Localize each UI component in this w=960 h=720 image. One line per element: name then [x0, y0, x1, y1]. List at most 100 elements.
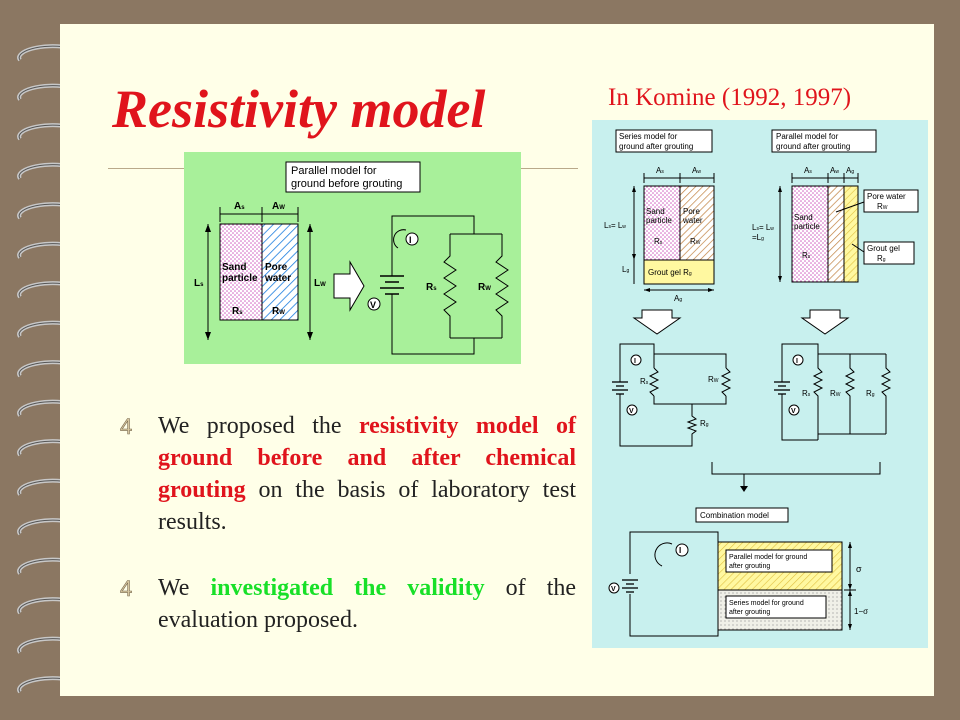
rs-block-label: Rs	[232, 306, 243, 317]
pore-label-1: Pore	[265, 262, 288, 273]
svg-text:Sand: Sand	[794, 213, 813, 222]
svg-text:I: I	[679, 546, 681, 555]
grout-gel-callout	[863, 241, 915, 265]
svg-text:Series model for: Series model for	[619, 132, 678, 141]
svg-text:Rs: Rs	[802, 389, 811, 398]
right-circuit-rs	[812, 354, 824, 434]
rw-block-label: RW	[272, 306, 285, 317]
bullet-4-icon: 4	[120, 414, 133, 438]
svg-text:V: V	[791, 408, 796, 415]
right-circuit-rw	[844, 354, 856, 434]
grouting-models-figure: Series model for ground after grouting A…	[592, 120, 928, 648]
svg-text:Sand: Sand	[646, 207, 665, 216]
bullet-4-icon: 4	[120, 576, 133, 600]
bullet-item: 4 We investigated the validity of the ev…	[118, 572, 576, 636]
svg-text:σ: σ	[856, 564, 862, 574]
svg-text:V: V	[629, 408, 634, 415]
resistor-rs	[443, 234, 457, 338]
left-circuit-rs	[648, 367, 660, 397]
aw-label: AW	[272, 201, 285, 212]
series-model-label-box	[615, 129, 713, 153]
parallel-model-label-box	[285, 161, 421, 193]
svg-text:Rs: Rs	[802, 251, 811, 260]
svg-text:Rs: Rs	[640, 377, 649, 386]
right-circuit-rg	[880, 354, 892, 434]
svg-text:RW: RW	[690, 237, 701, 246]
pore-water-callout	[863, 189, 919, 213]
lw-label: LW	[314, 278, 326, 289]
svg-text:I: I	[796, 358, 798, 365]
rw-circuit-label: RW	[478, 282, 491, 293]
parallel-pore-block	[827, 185, 845, 283]
svg-text:Rs: Rs	[654, 237, 663, 246]
slide-title: Resistivity model	[112, 79, 486, 139]
bullet-item: 4 We proposed the resistivity model of g…	[118, 410, 576, 538]
sand-label-1: Sand	[222, 262, 246, 273]
svg-text:Pore water: Pore water	[867, 192, 906, 201]
sand-particle-block	[219, 223, 263, 321]
svg-text:ground after grouting: ground after grouting	[776, 142, 850, 151]
svg-text:Ls= Lw: Ls= Lw	[752, 223, 774, 232]
circuit-bottom-wire	[391, 320, 475, 355]
svg-text:after grouting: after grouting	[729, 609, 770, 616]
svg-text:Rg: Rg	[700, 419, 709, 428]
bullet-text: We investigated the validity of the eval…	[158, 575, 577, 633]
left-circuit-rw	[720, 367, 732, 397]
rs-circuit-label: Rs	[426, 282, 437, 293]
svg-text:V: V	[370, 300, 376, 310]
arrow-down-left	[632, 309, 682, 335]
svg-text:As: As	[804, 166, 812, 175]
pore-water-block	[261, 223, 299, 321]
svg-text:Aw: Aw	[830, 166, 839, 175]
svg-text:Ag: Ag	[846, 166, 854, 175]
svg-text:Combination model: Combination model	[700, 511, 769, 520]
svg-text:RW: RW	[830, 389, 841, 398]
ls-label: Ls	[194, 278, 204, 289]
svg-text:RW: RW	[877, 202, 888, 211]
svg-text:1−σ: 1−σ	[854, 607, 868, 616]
merge-bracket	[711, 462, 881, 475]
current-meter	[405, 232, 419, 246]
svg-text:Rg: Rg	[866, 389, 875, 398]
parallel-model-before-grouting-figure: Parallel model for ground before groutin…	[184, 152, 521, 364]
svg-text:Rg: Rg	[877, 254, 886, 263]
voltage-meter	[367, 297, 381, 311]
svg-text:4: 4	[120, 414, 132, 438]
svg-text:Series model for ground: Series model for ground	[729, 600, 804, 607]
svg-text:Lg: Lg	[622, 265, 629, 274]
svg-text:I: I	[409, 235, 412, 245]
circuit-top-wire	[391, 215, 475, 254]
svg-text:Ag: Ag	[674, 294, 682, 303]
bullet-text: We proposed the resistivity model of gro…	[158, 413, 576, 535]
parallel-after-label-box	[771, 129, 877, 153]
arrow-down-right	[800, 309, 850, 335]
parallel-grout-block	[843, 185, 859, 283]
svg-text:RW: RW	[708, 375, 719, 384]
svg-text:As: As	[656, 166, 664, 175]
series-grout-block	[643, 259, 715, 285]
svg-text:water: water	[682, 216, 703, 225]
left-circuit-rg	[686, 404, 698, 438]
svg-text:Grout gel: Grout gel	[867, 244, 900, 253]
svg-text:I: I	[634, 358, 636, 365]
svg-text:particle: particle	[646, 216, 672, 225]
svg-text:Ls= Lw: Ls= Lw	[604, 221, 626, 230]
transform-arrow	[333, 260, 365, 312]
sand-label-2: particle	[222, 273, 258, 284]
svg-text:Pore: Pore	[683, 207, 700, 216]
as-label: As	[234, 201, 245, 212]
svg-text:Grout gel Rg: Grout gel Rg	[648, 268, 692, 277]
svg-text:=Lg: =Lg	[752, 233, 764, 242]
parallel-sand-block	[791, 185, 829, 283]
resistor-rw	[495, 234, 509, 338]
svg-text:Aw: Aw	[692, 166, 701, 175]
svg-text:Parallel model for ground: Parallel model for ground	[729, 554, 807, 561]
series-sand-block	[643, 185, 681, 261]
svg-text:after grouting: after grouting	[729, 563, 770, 570]
combination-label-box	[695, 507, 789, 523]
citation: In Komine (1992, 1997)	[608, 84, 852, 111]
parallel-model-label-line1: Parallel model for	[291, 165, 377, 177]
svg-text:V: V	[611, 586, 616, 593]
svg-text:ground after grouting: ground after grouting	[619, 142, 693, 151]
svg-text:4: 4	[120, 576, 132, 600]
